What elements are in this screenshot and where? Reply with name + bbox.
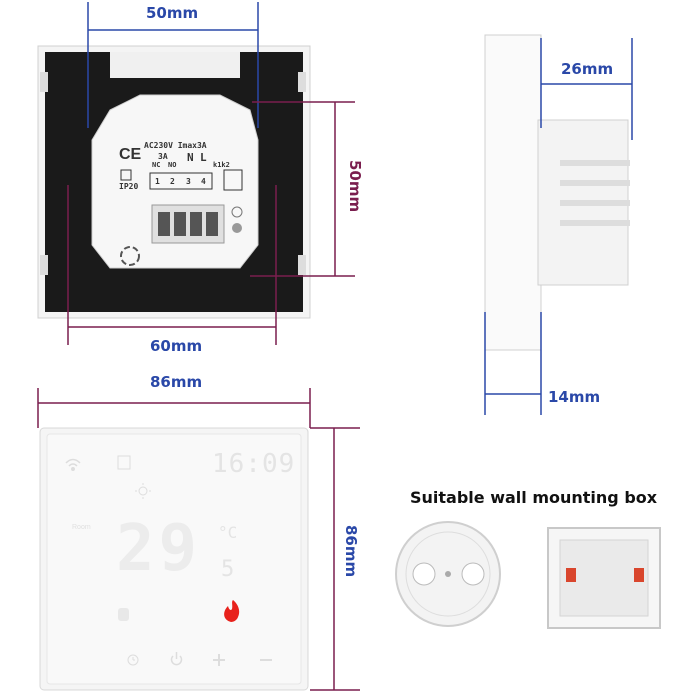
terminal-4: 4 (201, 177, 206, 186)
front-view (39, 427, 309, 691)
dim-label-back-width: 50mm (146, 4, 199, 22)
wifi-icon (65, 458, 81, 471)
terminal-1: 1 (155, 177, 160, 186)
dim-side-depth-bottom (484, 312, 542, 415)
k-label: k1k2 (213, 161, 230, 169)
dim-label-front-width: 86mm (150, 373, 203, 391)
relay-rating: 3A (158, 152, 168, 161)
room-label: Room (72, 524, 91, 531)
dim-back-width (87, 2, 259, 128)
temperature-display: 29 (116, 512, 202, 586)
dim-front-height (310, 427, 360, 691)
schedule-icon (117, 455, 131, 470)
square-mounting-box (547, 527, 661, 629)
dim-back-height (250, 101, 355, 277)
dim-mount-spacing (67, 185, 277, 345)
terminal-3: 3 (186, 177, 191, 186)
power-button[interactable] (170, 652, 183, 666)
sun-icon (135, 483, 151, 499)
power-spec: AC230V Imax3A (144, 141, 207, 150)
dim-side-depth-top (540, 38, 633, 140)
dim-label-front-height: 86mm (342, 525, 360, 578)
round-mounting-box (395, 521, 501, 627)
dim-label-mount-spacing: 60mm (150, 337, 203, 355)
side-view (484, 34, 630, 351)
flame-icon (224, 600, 240, 622)
ip-rating: IP20 (119, 182, 139, 191)
l-label: L (200, 151, 207, 164)
nc-label: NC (152, 161, 161, 169)
dim-front-width (37, 388, 311, 428)
dim-label-side-depth-bottom: 14mm (548, 388, 601, 406)
time-display: 16:09 (212, 449, 296, 479)
terminal-2: 2 (170, 177, 175, 186)
mounting-box-title: Suitable wall mounting box (410, 488, 658, 507)
dim-label-back-height: 50mm (346, 160, 364, 213)
plus-button[interactable] (213, 654, 225, 666)
ce-mark: CE (119, 146, 142, 163)
hand-icon (118, 608, 129, 621)
no-label: NO (168, 161, 177, 169)
set-value: 5 (221, 557, 235, 582)
clock-button[interactable] (127, 654, 139, 666)
dim-label-side-depth-top: 26mm (561, 60, 614, 78)
temp-unit: °C (218, 523, 238, 542)
n-label: N (187, 151, 194, 164)
